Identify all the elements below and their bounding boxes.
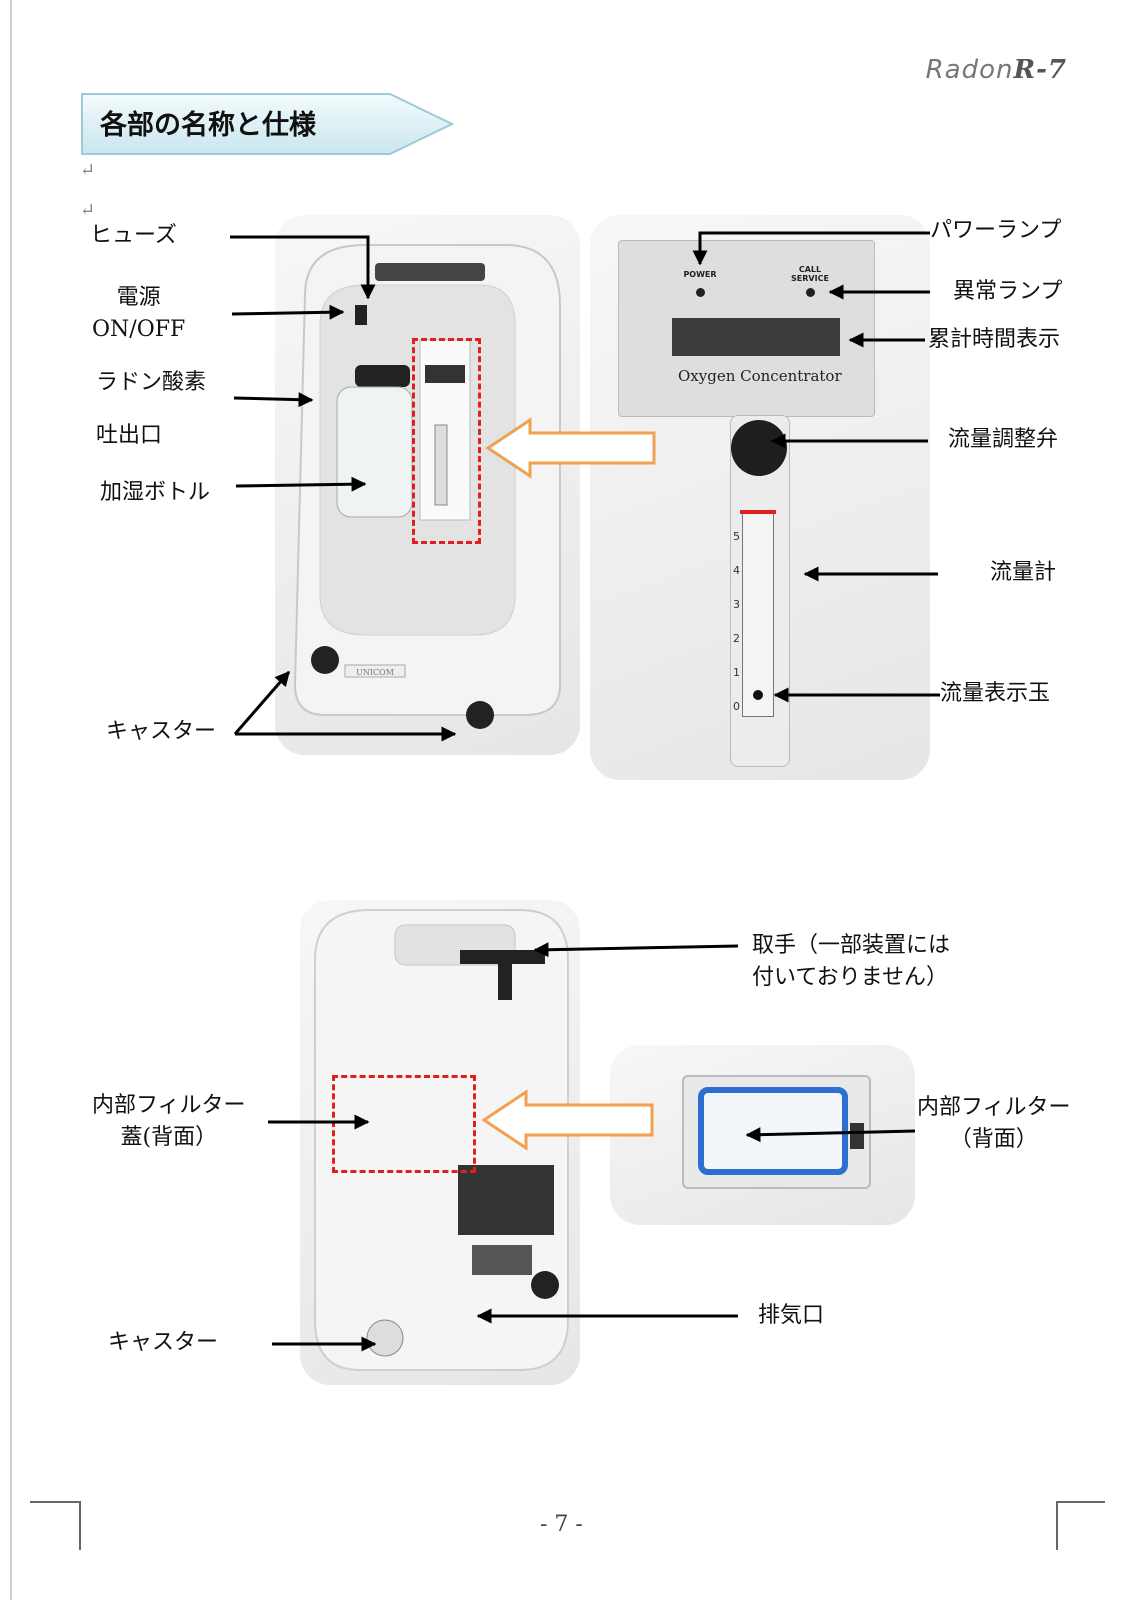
label-error-lamp: 異常ランプ xyxy=(953,279,1063,304)
panel-brand-text: Oxygen Concentrator xyxy=(678,367,842,385)
label-casters-rear: キャスター xyxy=(108,1330,219,1355)
scale-tick: 0 xyxy=(733,700,740,713)
label-power-lamp: パワーランプ xyxy=(930,218,1062,243)
flow-panel-highlight xyxy=(412,338,481,544)
scale-tick: 2 xyxy=(733,632,740,645)
power-lamp-dot xyxy=(696,288,705,297)
corner-mark-right xyxy=(1056,1501,1105,1550)
filter-photo xyxy=(610,1045,915,1225)
label-exhaust: 排気口 xyxy=(758,1303,825,1328)
label-humidifier-bottle: 加湿ボトル xyxy=(100,480,211,505)
flowmeter-red-line xyxy=(740,510,776,514)
label-flow-ball: 流量表示玉 xyxy=(940,681,1051,706)
filter-cover-highlight xyxy=(332,1075,476,1173)
section-banner xyxy=(81,93,455,155)
scale-tick: 4 xyxy=(733,564,740,577)
device-logo: UNICOM xyxy=(356,668,394,677)
label-power-switch: 電源 ON/OFF xyxy=(92,285,186,342)
label-casters-front: キャスター xyxy=(106,719,217,744)
error-lamp-dot xyxy=(806,288,815,297)
hour-meter-display xyxy=(672,318,840,356)
page-edge xyxy=(10,0,12,1600)
page-number: - 7 - xyxy=(540,1512,583,1537)
flowmeter-tube xyxy=(742,510,774,717)
flow-valve-knob xyxy=(731,420,787,476)
filter-latch xyxy=(850,1123,864,1149)
scale-tick: 1 xyxy=(733,666,740,679)
label-filter-cover: 内部フィルター 蓋(背面） xyxy=(92,1093,246,1150)
filter-element xyxy=(698,1087,848,1175)
paragraph-mark: ↵ xyxy=(80,160,96,181)
flowmeter-scale: 5 4 3 2 1 0 xyxy=(733,520,743,724)
header-brand: RadonR-7 xyxy=(925,55,1067,85)
power-text: POWER xyxy=(683,270,717,279)
call-service-text: CALL SERVICE xyxy=(791,265,829,283)
control-panel-photo: POWER CALL SERVICE Oxygen Concentrator 5… xyxy=(590,215,930,780)
label-handle: 取手（一部装置には 付いておりません） xyxy=(752,933,951,990)
label-fuse: ヒューズ xyxy=(90,223,177,248)
corner-mark-left xyxy=(30,1501,81,1550)
flow-ball xyxy=(753,690,763,700)
scale-tick: 5 xyxy=(733,530,740,543)
paragraph-mark: ↵ xyxy=(80,200,96,221)
label-oxygen-outlet-2: 吐出口 xyxy=(96,423,163,448)
label-hour-meter: 累計時間表示 xyxy=(928,327,1061,352)
label-flow-valve: 流量調整弁 xyxy=(948,427,1059,452)
scale-tick: 3 xyxy=(733,598,740,611)
label-flowmeter: 流量計 xyxy=(990,560,1057,585)
label-filter-rear: 内部フィルター （背面） xyxy=(917,1095,1071,1152)
label-oxygen-outlet-1: ラドン酸素 xyxy=(96,370,207,395)
section-title: 各部の名称と仕様 xyxy=(100,110,316,141)
